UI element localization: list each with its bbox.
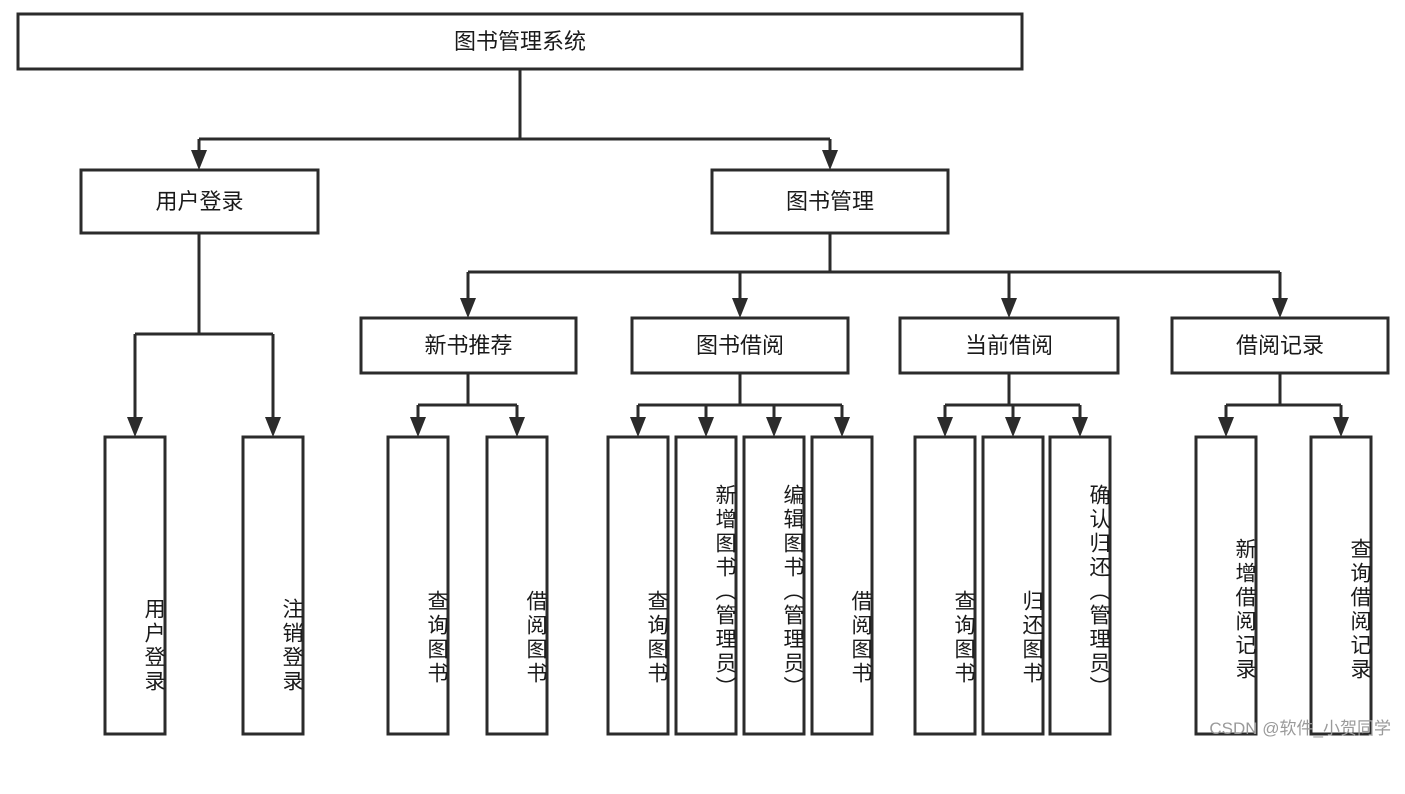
- node-box-leaf-add-book[interactable]: [674, 435, 738, 736]
- edge-group-borrow: [630, 373, 850, 437]
- arrowhead-leaf-add-record: [1218, 417, 1234, 437]
- node-label-root: 图书管理系统: [454, 29, 586, 54]
- node-label-book-borrow: 图书借阅: [696, 333, 784, 358]
- node-box-borrow-record[interactable]: [1170, 316, 1390, 375]
- node-label-current-borrow: 当前借阅: [965, 333, 1053, 358]
- edge-group-book-mgmt: [460, 233, 1288, 318]
- node-box-leaf-borrow-book-1[interactable]: [485, 435, 549, 736]
- arrowhead-current-borrow: [1001, 298, 1017, 318]
- node-box-root[interactable]: [16, 12, 1024, 71]
- node-box-leaf-borrow-book-2[interactable]: [810, 435, 874, 736]
- arrowhead-book-mgmt: [822, 150, 838, 170]
- edge-group-root: [191, 69, 838, 170]
- arrowhead-leaf-return-book: [1005, 417, 1021, 437]
- node-box-leaf-logout[interactable]: [241, 435, 305, 736]
- node-box-leaf-query-book-1[interactable]: [386, 435, 450, 736]
- arrowhead-leaf-edit-book: [766, 417, 782, 437]
- tree-diagram-svg: 图书管理系统 用户登录 图书管理 新书推荐 图书借阅 当前借阅 借阅记录: [16, 12, 1390, 736]
- arrowhead-user-login: [191, 150, 207, 170]
- arrowhead-leaf-query-record: [1333, 417, 1349, 437]
- arrowhead-leaf-query-book-3: [937, 417, 953, 437]
- arrowhead-leaf-query-book-1: [410, 417, 426, 437]
- watermark-text: CSDN @软件_小贺同学: [1209, 719, 1391, 738]
- node-box-new-book-recommend[interactable]: [359, 316, 578, 375]
- node-box-leaf-query-book-3[interactable]: [913, 435, 977, 736]
- arrowhead-borrow: [732, 298, 748, 318]
- node-box-book-borrow[interactable]: [630, 316, 850, 375]
- node-box-leaf-user-login[interactable]: [103, 435, 167, 736]
- arrowhead-leaf-confirm-return: [1072, 417, 1088, 437]
- node-box-current-borrow[interactable]: [898, 316, 1120, 375]
- node-label-book-management: 图书管理: [786, 189, 874, 214]
- arrowhead-new-book: [460, 298, 476, 318]
- arrowhead-leaf-borrow-book-2: [834, 417, 850, 437]
- edge-group-user-login: [127, 233, 281, 437]
- node-box-leaf-confirm-return[interactable]: [1048, 435, 1112, 736]
- node-box-leaf-add-record[interactable]: [1194, 435, 1258, 736]
- diagram-canvas-root: 图书管理系统 用户登录 图书管理 新书推荐 图书借阅 当前借阅 借阅记录 用户登…: [16, 12, 1391, 738]
- node-box-book-management[interactable]: [710, 168, 950, 235]
- node-box-leaf-return-book[interactable]: [981, 435, 1045, 736]
- node-box-leaf-edit-book[interactable]: [742, 435, 806, 736]
- node-label-borrow-record: 借阅记录: [1236, 333, 1324, 358]
- arrowhead-leaf-query-book-2: [630, 417, 646, 437]
- arrowhead-leaf-add-book: [698, 417, 714, 437]
- node-label-user-login: 用户登录: [155, 189, 243, 214]
- node-box-leaf-query-book-2[interactable]: [606, 435, 670, 736]
- node-box-leaf-query-record[interactable]: [1309, 435, 1373, 736]
- arrowhead-borrow-record: [1272, 298, 1288, 318]
- node-box-user-login[interactable]: [79, 168, 320, 235]
- arrowhead-leaf-borrow-book-1: [509, 417, 525, 437]
- edge-group-new-book: [410, 373, 525, 437]
- arrowhead-leaf-logout: [265, 417, 281, 437]
- arrowhead-leaf-user-login: [127, 417, 143, 437]
- edge-group-current-borrow: [937, 373, 1088, 437]
- edge-group-borrow-record: [1218, 373, 1349, 437]
- node-label-new-book-recommend: 新书推荐: [424, 333, 512, 358]
